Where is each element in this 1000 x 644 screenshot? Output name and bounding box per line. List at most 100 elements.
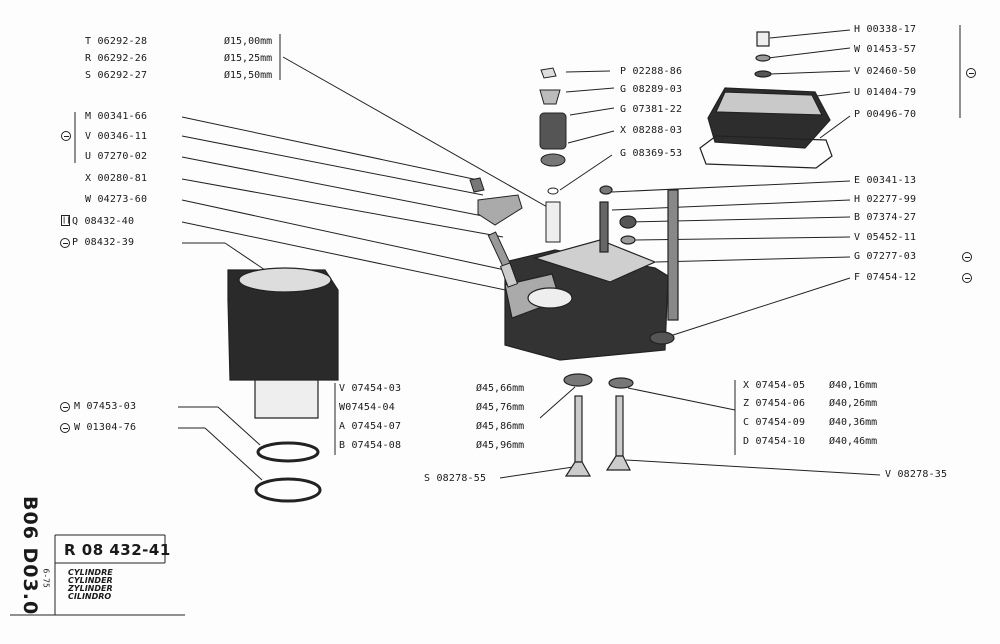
part-code: X 00280-81: [85, 173, 148, 184]
dimension-label: Ø15,50mm: [224, 70, 273, 81]
reference-number: R 08 432-41: [64, 541, 171, 559]
circlip: [547, 187, 559, 195]
part-code: U 01404-79: [854, 87, 917, 98]
dimension-label: Ø40,46mm: [829, 436, 878, 447]
leader-line: [204, 427, 263, 481]
document-date-text: 6-75: [41, 568, 51, 588]
part-code: V 00346-11: [85, 131, 148, 142]
o-ring-upper: [256, 441, 320, 463]
rocker-arm: [477, 194, 523, 226]
document-date: 6-75: [38, 568, 52, 610]
part-code: S 06292-27: [85, 70, 148, 81]
part-code: P 02288-86: [620, 66, 683, 77]
part-code: H 02277-99: [854, 194, 917, 205]
leader-line: [655, 256, 851, 263]
nut: [599, 185, 613, 195]
valve-guide: [545, 201, 561, 243]
cylinder-skirt: [254, 379, 319, 419]
valve-spring: [539, 112, 567, 150]
part-code: V 05452-11: [854, 232, 917, 243]
leader-line: [539, 386, 576, 419]
tappet: [499, 262, 519, 288]
leader-line: [181, 135, 484, 196]
part-code: V 02460-50: [854, 66, 917, 77]
dimension-label: Ø40,16mm: [829, 380, 878, 391]
part-code: S 08278-55: [424, 473, 487, 484]
spring-retainer: [539, 89, 561, 105]
valve-head-right: [605, 455, 631, 471]
square-bracket-icon: ||: [61, 215, 71, 226]
part-code: A 07454-07: [339, 421, 402, 432]
part-code: M 07453-03: [74, 401, 137, 412]
leader-line: [769, 29, 851, 39]
part-code: R 06292-26: [85, 53, 148, 64]
leader-line: [181, 221, 511, 292]
cylinder-bore-top: [238, 267, 332, 293]
long-stud: [667, 189, 679, 321]
minus-circle-icon: [61, 131, 71, 141]
part-code: H 00338-17: [854, 24, 917, 35]
part-code: P 08432-39: [72, 237, 135, 248]
leader-line: [282, 56, 557, 213]
dimension-label: Ø45,96mm: [476, 440, 525, 451]
cover-seal: [754, 70, 772, 78]
part-code: X 07454-05: [743, 380, 806, 391]
leader-line: [181, 178, 504, 238]
cover-bolt: [756, 31, 770, 47]
cover-washer: [755, 54, 771, 62]
part-code: W 01453-57: [854, 44, 917, 55]
leader-line: [611, 199, 851, 211]
leader-line: [767, 47, 851, 59]
leader-line: [559, 154, 613, 191]
leader-line: [565, 70, 611, 73]
leader-line: [181, 199, 506, 271]
valve-stem-right: [615, 395, 624, 457]
part-code: W 01304-76: [74, 422, 137, 433]
minus-circle-icon: [966, 68, 976, 78]
leader-line: [819, 115, 851, 139]
part-name-fr: CYLINDRE: [68, 568, 113, 577]
part-code: Q 08432-40: [72, 216, 135, 227]
leader-line: [669, 277, 851, 337]
part-code: V 08278-35: [885, 469, 948, 480]
part-code: E 00341-13: [854, 175, 917, 186]
rocker-nut: [469, 177, 485, 193]
dimension-label: Ø40,26mm: [829, 398, 878, 409]
dimension-label: Ø45,86mm: [476, 421, 525, 432]
valve-head-left: [564, 461, 592, 477]
dimension-label: Ø40,36mm: [829, 417, 878, 428]
leader-line: [611, 180, 851, 193]
plug: [619, 215, 637, 229]
leader-line: [565, 87, 615, 93]
part-name-en: CYLINDER: [68, 576, 113, 585]
valve-keeper: [540, 67, 557, 79]
rocker-cover-top: [715, 91, 823, 116]
part-code: T 06292-28: [85, 36, 148, 47]
part-name-es: CILINDRO: [68, 592, 112, 601]
dimension-label: Ø15,25mm: [224, 53, 273, 64]
part-code: F 07454-12: [854, 272, 917, 283]
part-code: C 07454-09: [743, 417, 806, 428]
cover-gasket: [699, 135, 833, 169]
dimension-label: Ø15,00mm: [224, 36, 273, 47]
minus-circle-icon: [60, 238, 70, 248]
document-code: B06 D03.0: [18, 496, 41, 617]
leader-line: [569, 107, 615, 116]
leader-line: [217, 406, 261, 446]
leader-line: [181, 116, 479, 181]
part-code: Z 07454-06: [743, 398, 806, 409]
leader-line: [625, 459, 881, 476]
part-code: G 08369-53: [620, 148, 683, 159]
cylinder-barrel: [227, 269, 339, 381]
stud-washer: [649, 331, 675, 345]
minus-circle-icon: [962, 252, 972, 262]
part-code: B 07374-27: [854, 212, 917, 223]
combustion-chamber: [527, 287, 573, 309]
leader-line: [181, 156, 494, 219]
leader-line: [769, 70, 851, 75]
dimension-label: Ø45,66mm: [476, 383, 525, 394]
leader-line: [567, 130, 615, 144]
minus-circle-icon: [60, 423, 70, 433]
part-code: W07454-04: [339, 402, 395, 413]
